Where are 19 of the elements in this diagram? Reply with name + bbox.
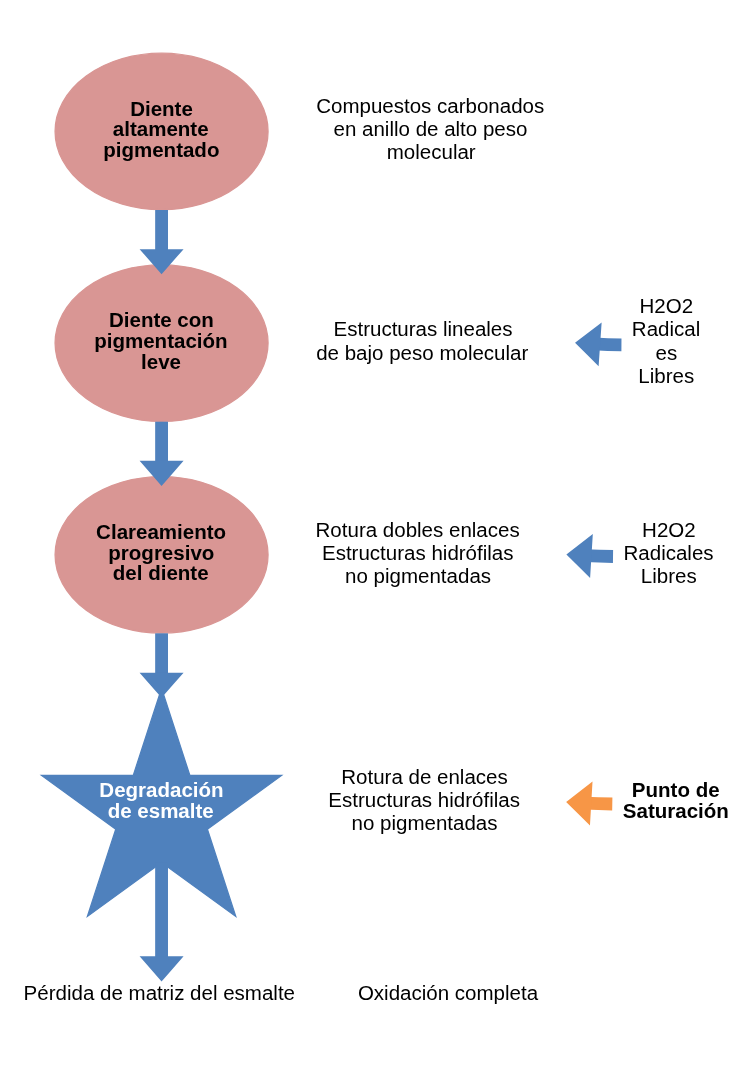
arrow — [139, 862, 184, 981]
node-ellipse: Diente con pigmentación leve — [54, 263, 269, 422]
node-text: H2O2 Radicales Libres — [623, 517, 714, 587]
arrow — [139, 421, 184, 486]
node-text: H2O2 Radical es Libres — [631, 293, 701, 387]
arrow — [566, 533, 614, 578]
node-label: Rotura de enlaces Estructuras hidrófilas no pigmentadas — [328, 764, 520, 834]
node-label: Estructuras lineales de bajo peso molecular — [316, 316, 529, 364]
arrow — [566, 780, 613, 825]
arrow — [575, 321, 622, 366]
node-label: Rotura dobles enlaces Estructuras hidrófilas no pigmentadas — [315, 517, 520, 587]
label: Oxidación completa — [357, 980, 539, 1004]
node-ellipse: Clareamiento progresivo del diente — [54, 475, 269, 634]
arrow — [139, 632, 184, 698]
node-text: Punto de Saturación — [622, 777, 729, 822]
node-text: Pérdida de matriz del esmalte — [23, 980, 296, 1004]
node-ellipse: Diente altamente pigmentado — [54, 52, 269, 210]
node-label: Compuestos carbonados en anillo de alto peso molecular — [316, 93, 545, 163]
arrow — [139, 209, 184, 274]
